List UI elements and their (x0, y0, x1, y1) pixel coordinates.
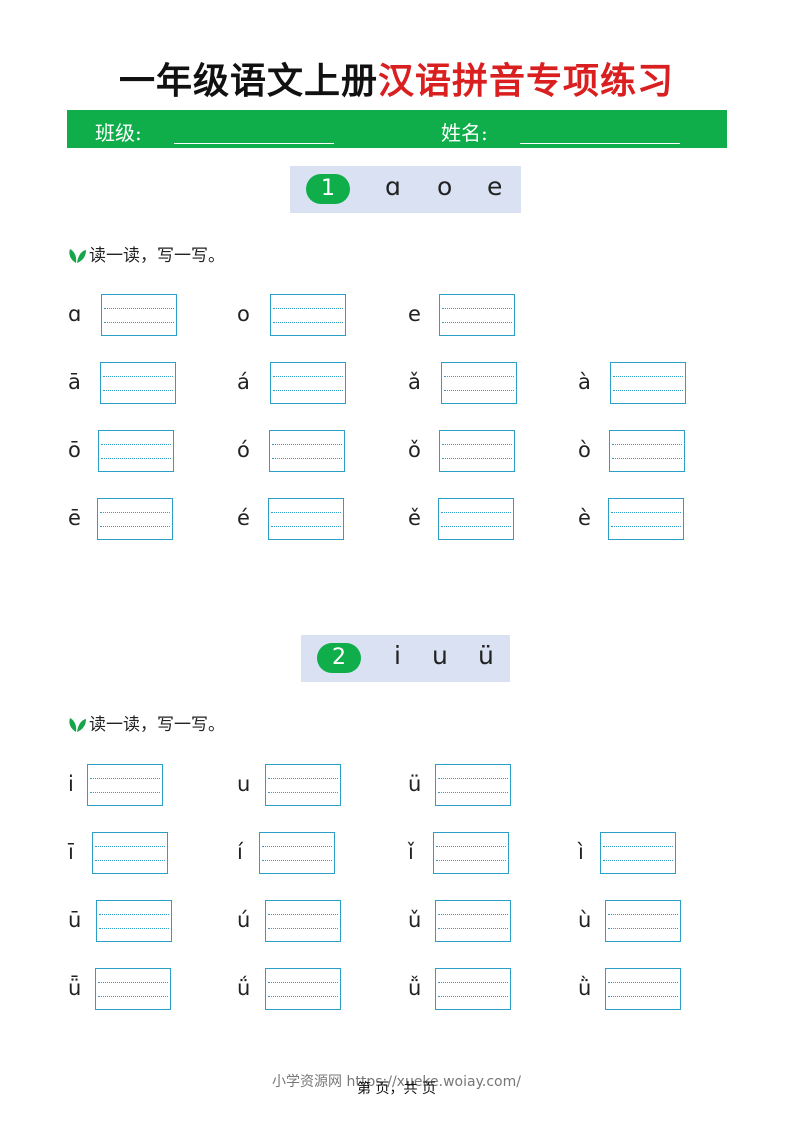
writing-box[interactable] (435, 764, 511, 806)
class-name-bar: 班级: 姓名: (67, 110, 727, 148)
writing-box[interactable] (605, 968, 681, 1010)
class-input-line[interactable] (174, 143, 334, 144)
pinyin-letter: ü (408, 772, 422, 796)
writing-box[interactable] (608, 498, 684, 540)
writing-box[interactable] (435, 968, 511, 1010)
pinyin-letter: o (237, 302, 250, 326)
writing-box[interactable] (270, 362, 346, 404)
pinyin-letter: u (237, 772, 251, 796)
pinyin-letter: ǘ (237, 976, 251, 1000)
writing-box[interactable] (270, 294, 346, 336)
writing-box[interactable] (433, 832, 509, 874)
section-1-vowel: o (437, 172, 453, 201)
pinyin-letter: ú (237, 908, 251, 932)
writing-box[interactable] (265, 764, 341, 806)
writing-box[interactable] (605, 900, 681, 942)
name-input-line[interactable] (520, 143, 680, 144)
pinyin-letter: ō (68, 438, 81, 462)
writing-box[interactable] (87, 764, 163, 806)
writing-box[interactable] (438, 498, 514, 540)
pinyin-letter: ǜ (578, 976, 592, 1000)
writing-box[interactable] (439, 294, 515, 336)
section-1-vowel: e (487, 172, 503, 201)
pinyin-letter: í (237, 840, 243, 864)
section-2-vowel: ü (478, 641, 494, 670)
section-2-vowel: i (394, 641, 401, 670)
pinyin-letter: á (237, 370, 250, 394)
writing-box[interactable] (98, 430, 174, 472)
section-1-instruction: 读一读，写一写。 (67, 241, 225, 269)
pinyin-letter: ā (68, 370, 81, 394)
writing-box[interactable] (600, 832, 676, 874)
writing-box[interactable] (97, 498, 173, 540)
writing-box[interactable] (100, 362, 176, 404)
pinyin-letter: ì (578, 840, 584, 864)
page-title: 一年级语文上册汉语拼音专项练习 (0, 52, 793, 104)
pinyin-letter: ǎ (408, 370, 421, 394)
writing-box[interactable] (95, 968, 171, 1010)
pinyin-letter: ū (68, 908, 82, 932)
pinyin-letter: ǚ (408, 976, 422, 1000)
instruction-text: 读一读，写一写。 (89, 246, 225, 266)
writing-box[interactable] (265, 900, 341, 942)
section-1-vowel: ɑ (385, 172, 401, 201)
pinyin-letter: ó (237, 438, 250, 462)
pinyin-letter: ǐ (408, 840, 414, 864)
writing-box[interactable] (96, 900, 172, 942)
pinyin-letter: ī (68, 840, 74, 864)
writing-box[interactable] (265, 968, 341, 1010)
pinyin-letter: ù (578, 908, 592, 932)
pinyin-letter: e (408, 302, 421, 326)
writing-box[interactable] (101, 294, 177, 336)
leaf-icon (67, 246, 87, 269)
writing-box[interactable] (439, 430, 515, 472)
pinyin-letter: i (68, 772, 74, 796)
pinyin-letter: ǒ (408, 438, 421, 462)
section-2-vowel: u (432, 641, 448, 670)
title-topic: 汉语拼音专项练习 (378, 60, 675, 102)
writing-box[interactable] (610, 362, 686, 404)
writing-box[interactable] (435, 900, 511, 942)
class-label: 班级: (95, 121, 142, 145)
writing-box[interactable] (269, 430, 345, 472)
pinyin-letter: è (578, 506, 591, 530)
writing-box[interactable] (268, 498, 344, 540)
section-2-number: 2 (317, 643, 361, 673)
pinyin-letter: ǖ (68, 976, 82, 1000)
title-grade: 一年级语文上册 (118, 60, 378, 102)
pinyin-letter: é (237, 506, 250, 530)
writing-box[interactable] (92, 832, 168, 874)
instruction-text: 读一读，写一写。 (89, 715, 225, 735)
leaf-icon (67, 715, 87, 738)
section-2-header: 2 i u ü (301, 635, 510, 682)
footer-page-number: 第 页，共 页 (357, 1081, 436, 1097)
section-1-number: 1 (306, 174, 350, 204)
footer-source: 小学资源网 https://xueke.woiay.com/ (272, 1074, 521, 1090)
writing-box[interactable] (259, 832, 335, 874)
section-1-header: 1 ɑ o e (290, 166, 521, 213)
pinyin-letter: ě (408, 506, 421, 530)
pinyin-letter: ǔ (408, 908, 422, 932)
writing-box[interactable] (609, 430, 685, 472)
section-2-instruction: 读一读，写一写。 (67, 710, 225, 738)
pinyin-letter: ē (68, 506, 81, 530)
name-label: 姓名: (441, 121, 488, 145)
writing-box[interactable] (441, 362, 517, 404)
pinyin-letter: ò (578, 438, 591, 462)
pinyin-letter: à (578, 370, 591, 394)
pinyin-letter: ɑ (68, 302, 82, 326)
